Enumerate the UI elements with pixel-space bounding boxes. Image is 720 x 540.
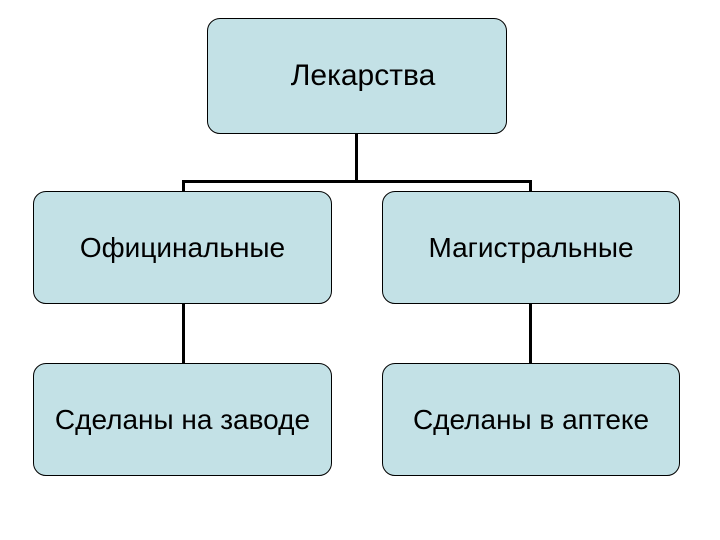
root-stem-connector — [355, 134, 358, 181]
category-node-magistral-label: Магистральные — [428, 231, 634, 263]
root-node: Лекарства — [207, 18, 507, 134]
description-node-pharmacy: Сделаны в аптеке — [382, 363, 680, 476]
description-node-pharmacy-label: Сделаны в аптеке — [412, 403, 650, 435]
right-branch-drop-connector — [529, 180, 532, 191]
category-node-magistral: Магистральные — [382, 191, 680, 304]
description-node-factory-label: Сделаны на заводе — [54, 403, 311, 435]
root-node-label: Лекарства — [290, 59, 436, 92]
right-vertical-connector — [529, 304, 532, 363]
left-vertical-connector — [182, 304, 185, 363]
category-node-officinal: Официнальные — [33, 191, 332, 304]
description-node-factory: Сделаны на заводе — [33, 363, 332, 476]
category-node-officinal-label: Официнальные — [79, 231, 286, 263]
left-branch-drop-connector — [182, 180, 185, 191]
branch-horizontal-connector — [182, 180, 532, 183]
